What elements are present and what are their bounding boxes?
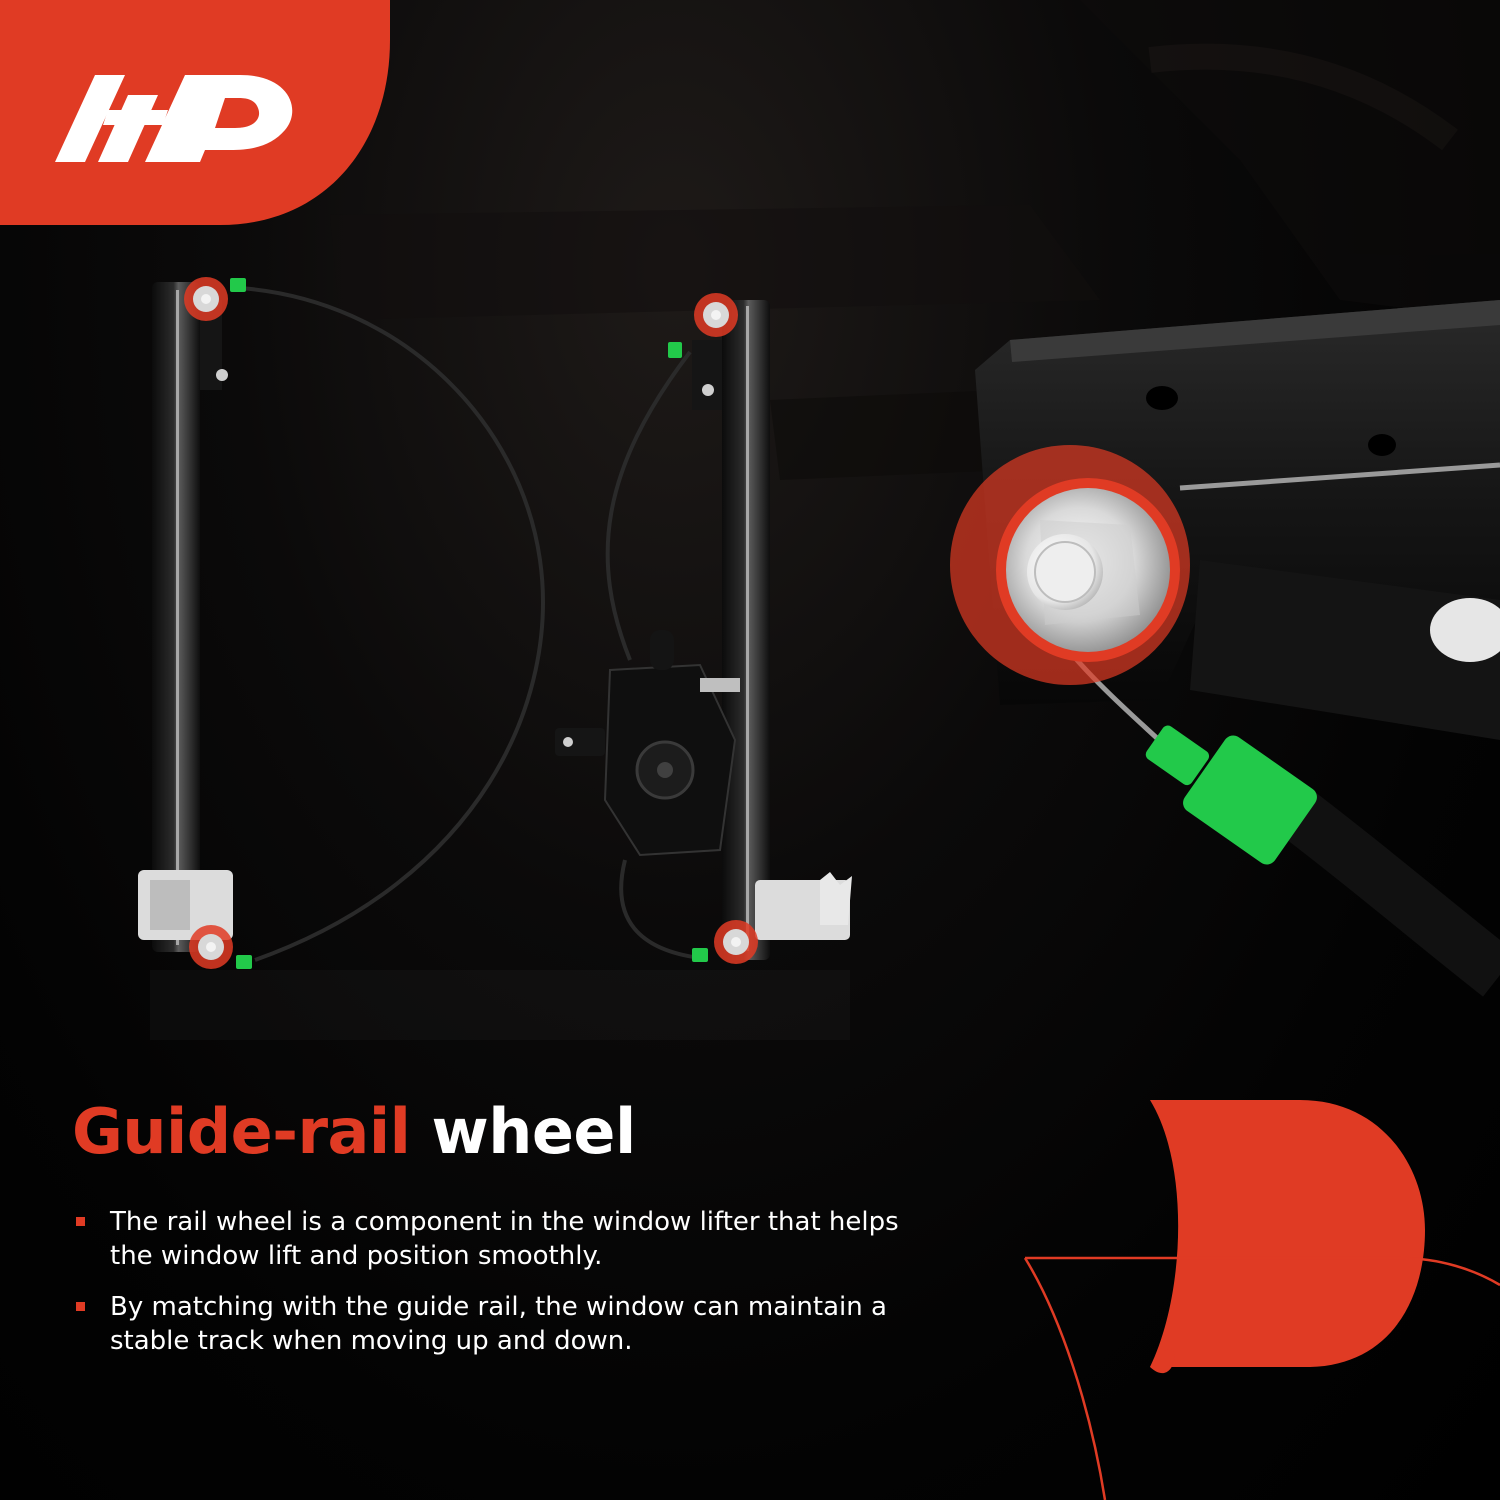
decorative-d-shape bbox=[1023, 1100, 1500, 1500]
car-interior-background bbox=[330, 0, 1500, 480]
assembly-reflection bbox=[150, 970, 850, 1040]
rail-wheel-highlights bbox=[184, 277, 758, 969]
closeup-green-clip bbox=[1145, 725, 1317, 865]
regulator-cables bbox=[239, 286, 701, 962]
right-guide-rail bbox=[692, 300, 852, 960]
feature-bullet: By matching with the guide rail, the win… bbox=[76, 1290, 936, 1358]
brand-logo-icon bbox=[0, 0, 390, 225]
feature-bullet: The rail wheel is a component in the win… bbox=[76, 1205, 936, 1273]
feature-bullet-list: The rail wheel is a component in the win… bbox=[76, 1205, 936, 1375]
feature-bullet-text: The rail wheel is a component in the win… bbox=[110, 1207, 899, 1271]
square-bullet-icon bbox=[76, 1302, 85, 1311]
headline-accent: Guide-rail bbox=[72, 1095, 411, 1168]
headline-rest: wheel bbox=[431, 1095, 636, 1168]
square-bullet-icon bbox=[76, 1217, 85, 1226]
regulator-drum-housing bbox=[555, 630, 740, 857]
cable-clips bbox=[230, 278, 708, 969]
feature-bullet-text: By matching with the guide rail, the win… bbox=[110, 1292, 887, 1356]
headline: Guide-rail wheel bbox=[72, 1092, 636, 1172]
rail-wheel-closeup bbox=[950, 300, 1500, 997]
left-guide-rail bbox=[138, 282, 233, 952]
